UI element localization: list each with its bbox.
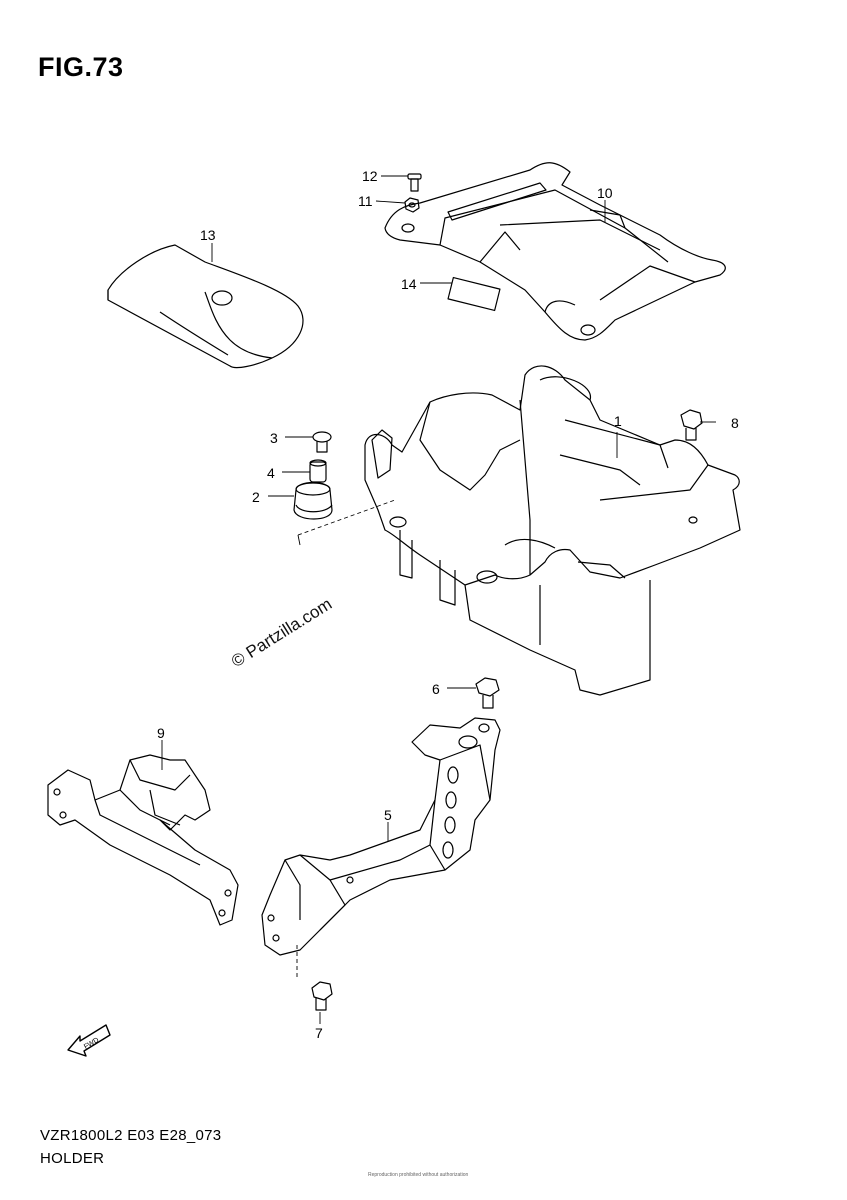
- cover-part[interactable]: [107, 244, 304, 369]
- bracket-part[interactable]: [47, 754, 239, 926]
- bolt-part[interactable]: [475, 677, 500, 709]
- callout-10: 10: [597, 185, 613, 201]
- nut-part[interactable]: [404, 197, 420, 213]
- callout-6: 6: [432, 681, 440, 697]
- plate-part[interactable]: [384, 162, 726, 341]
- callout-11: 11: [358, 193, 373, 209]
- leader-lines: [161, 175, 716, 1024]
- holder-part[interactable]: [364, 365, 741, 696]
- callout-1: 1: [614, 413, 622, 429]
- pad-part[interactable]: [447, 276, 501, 312]
- bolt-part[interactable]: [680, 409, 703, 441]
- model-code: VZR1800L2 E03 E28_073: [40, 1127, 222, 1144]
- callout-7: 7: [315, 1025, 323, 1041]
- callout-4: 4: [267, 465, 275, 481]
- screw-part[interactable]: [407, 173, 422, 192]
- callout-2: 2: [252, 489, 260, 505]
- callout-9: 9: [157, 725, 165, 741]
- front-arrow-icon: FWD: [67, 1024, 111, 1057]
- section-name: HOLDER: [40, 1150, 105, 1167]
- callout-5: 5: [384, 807, 392, 823]
- callout-labels: 1 2 3 4 5 6 7 8 9 10 11 12 13 14: [157, 168, 739, 1041]
- callout-13: 13: [200, 227, 216, 243]
- spacer-part[interactable]: [309, 459, 327, 483]
- screw-part[interactable]: [312, 431, 332, 453]
- bolt-part[interactable]: [311, 981, 333, 1011]
- cushion-part[interactable]: [293, 481, 333, 520]
- copyright-note: Reproduction prohibited without authoriz…: [368, 1172, 469, 1178]
- bracket-part[interactable]: [261, 717, 501, 956]
- callout-12: 12: [362, 168, 378, 184]
- callout-14: 14: [401, 276, 417, 292]
- figure-title: FIG.73: [38, 52, 124, 82]
- callout-3: 3: [270, 430, 278, 446]
- callout-8: 8: [731, 415, 739, 431]
